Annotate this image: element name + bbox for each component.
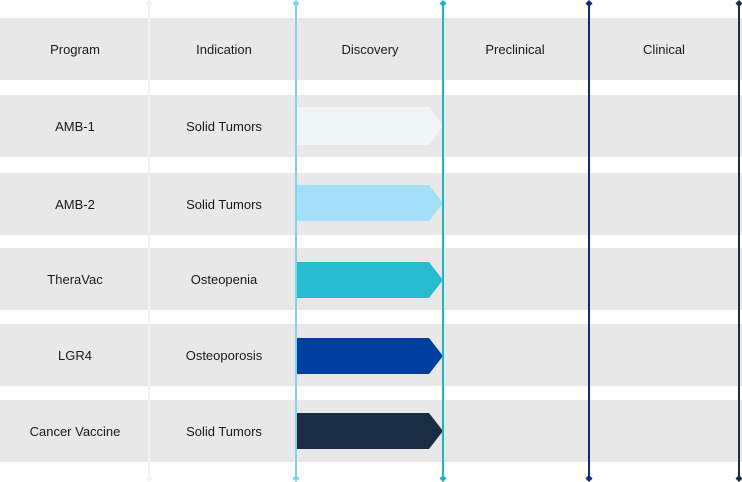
stage-arrow-shape [297, 413, 443, 449]
header-clinical: Clinical [643, 41, 685, 57]
row-program: LGR4 [58, 347, 92, 363]
stage-arrow [297, 107, 443, 145]
row-program: TheraVac [47, 271, 103, 287]
divider-clinical [585, 0, 593, 482]
row-program: Cancer Vaccine [29, 423, 121, 439]
row-indication: Solid Tumors [186, 196, 262, 212]
stage-arrow [297, 185, 443, 221]
header-program: Program [50, 41, 100, 57]
row-program: AMB-2 [55, 196, 95, 212]
row-indication: Osteoporosis [185, 347, 263, 363]
header-discovery: Discovery [341, 41, 399, 57]
row-program: AMB-1 [55, 118, 95, 134]
header-indication: Indication [196, 41, 252, 57]
divider-preclinical [439, 0, 447, 482]
stage-arrow-shape [297, 185, 443, 221]
row-indication: Osteopenia [190, 271, 258, 287]
stage-arrow-shape [297, 107, 443, 145]
header-preclinical: Preclinical [485, 41, 545, 57]
stage-arrow [297, 338, 443, 374]
stage-arrow-shape [297, 262, 443, 298]
stage-arrow-shape [297, 338, 443, 374]
divider-discovery [292, 0, 300, 482]
header-band [0, 18, 742, 80]
row-indication: Solid Tumors [186, 423, 262, 439]
stage-arrow [297, 413, 443, 449]
stage-arrow [297, 262, 443, 298]
divider-program [145, 0, 153, 482]
row-indication: Solid Tumors [186, 118, 262, 134]
divider-end [735, 0, 742, 482]
